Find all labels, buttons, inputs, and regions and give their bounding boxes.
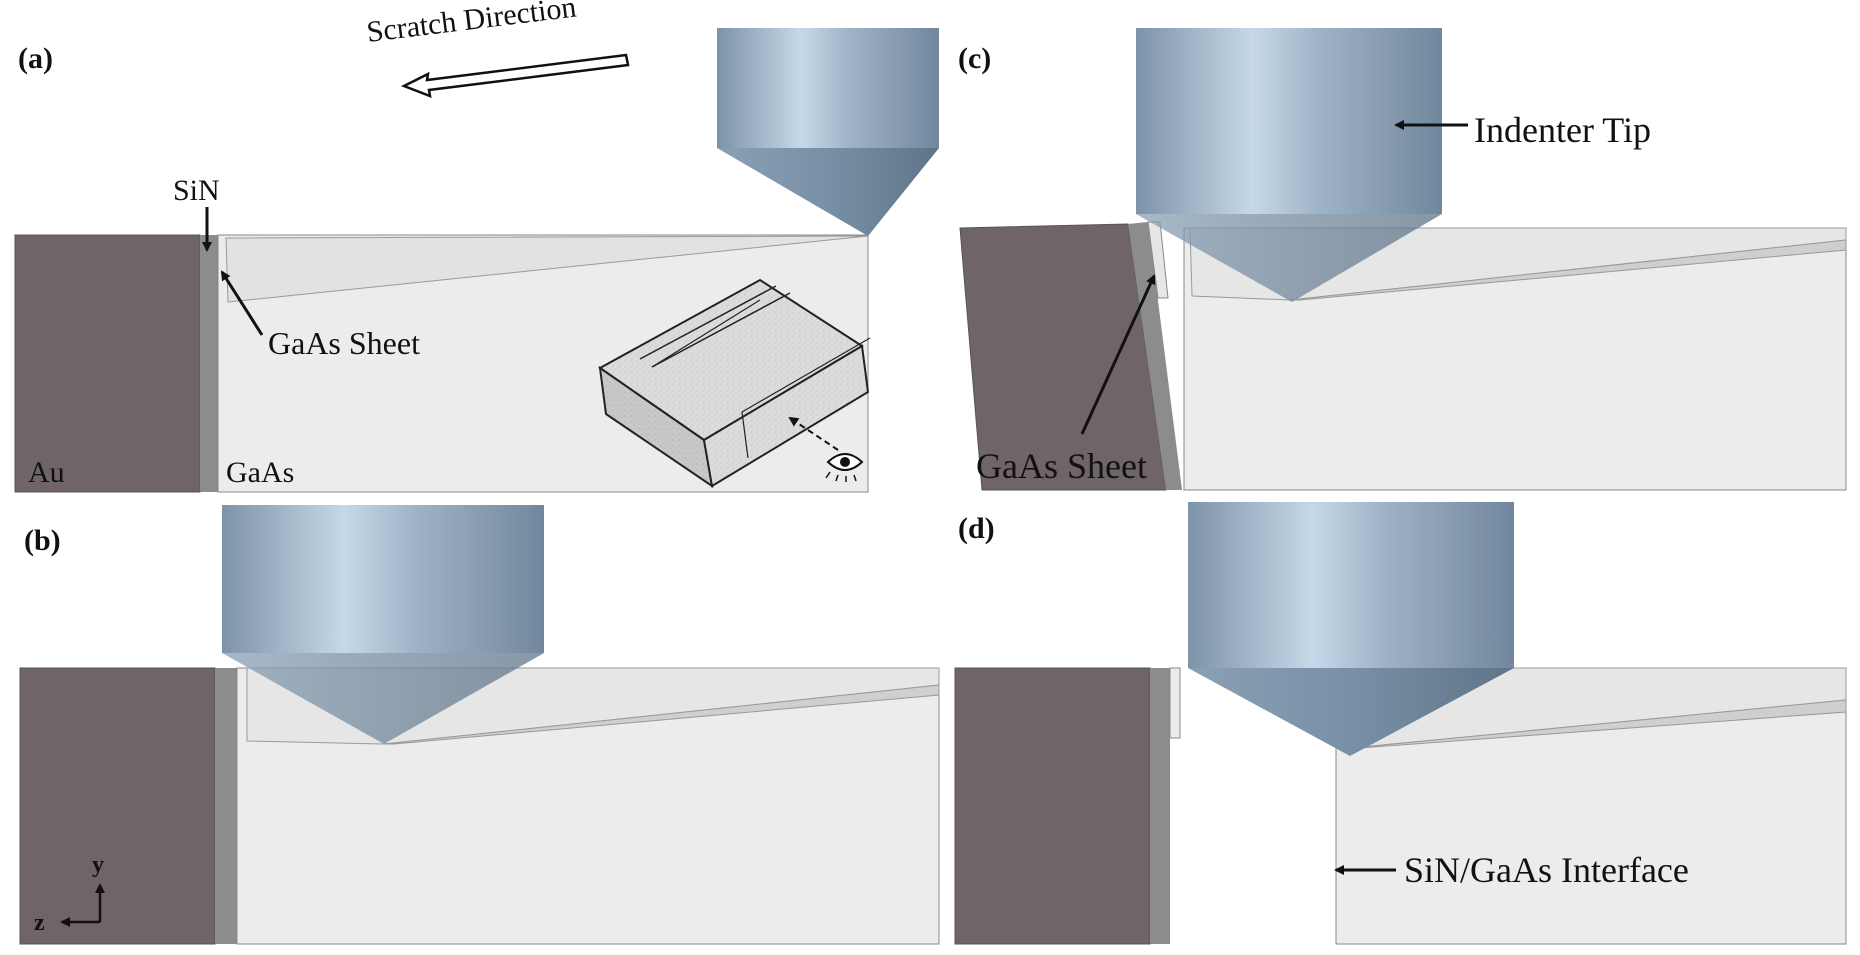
indenter-cone-b [222,653,544,744]
sin-label: SiN [173,174,220,207]
eye-icon [825,453,864,482]
indenter-cylinder-d [1188,502,1514,668]
axis-indicator: y z [34,852,105,936]
panel-c: (c) Indenter Tip GaAs Sheet [958,28,1847,491]
gaas-sheet-d [1169,667,1181,739]
sin-layer-b [215,668,237,944]
au-block [14,234,201,493]
panel-b: (b) y z [19,505,940,945]
panel-d: (d) SiN/GaAs Interface [954,502,1847,945]
indenter-tip-label: Indenter Tip [1474,110,1651,150]
gaas-sheet-label-c: GaAs Sheet [976,446,1147,486]
indenter-cylinder-b [222,505,544,653]
gaas-sheet-arrow-a [220,270,264,336]
panel-label-d: (d) [958,512,995,545]
au-block-b [19,667,216,945]
scratch-direction-label: Scratch Direction [365,0,578,49]
gaas-sheet-label-a: GaAs Sheet [268,325,420,361]
panel-label-c: (c) [958,42,991,75]
panel-a: Scratch Direction (a) SiN GaAs Sheet Au … [14,0,939,493]
scratch-groove [225,235,869,303]
indenter-cone-c [1136,214,1442,302]
scratch-direction-arrow [400,53,630,98]
gaas-sheet-arrow-c [1080,274,1156,435]
gaas-label: GaAs [226,456,294,489]
axis-z-label: z [34,910,45,936]
interface-label: SiN/GaAs Interface [1404,850,1689,890]
au-label: Au [28,456,65,489]
indenter-cone-d [1188,668,1514,756]
au-block-d [954,667,1151,945]
indenter-cylinder-c [1136,28,1442,214]
panel-label-a: (a) [18,42,53,75]
inset-side-face [702,344,870,488]
sin-layer-d [1150,668,1170,944]
inset-3d-model [598,278,871,489]
axis-y-label: y [92,852,104,878]
panel-label-b: (b) [24,524,61,557]
sin-layer-c [1128,222,1182,490]
indenter-cylinder [717,28,939,148]
sin-layer [200,235,218,492]
indenter-cone [717,148,939,236]
